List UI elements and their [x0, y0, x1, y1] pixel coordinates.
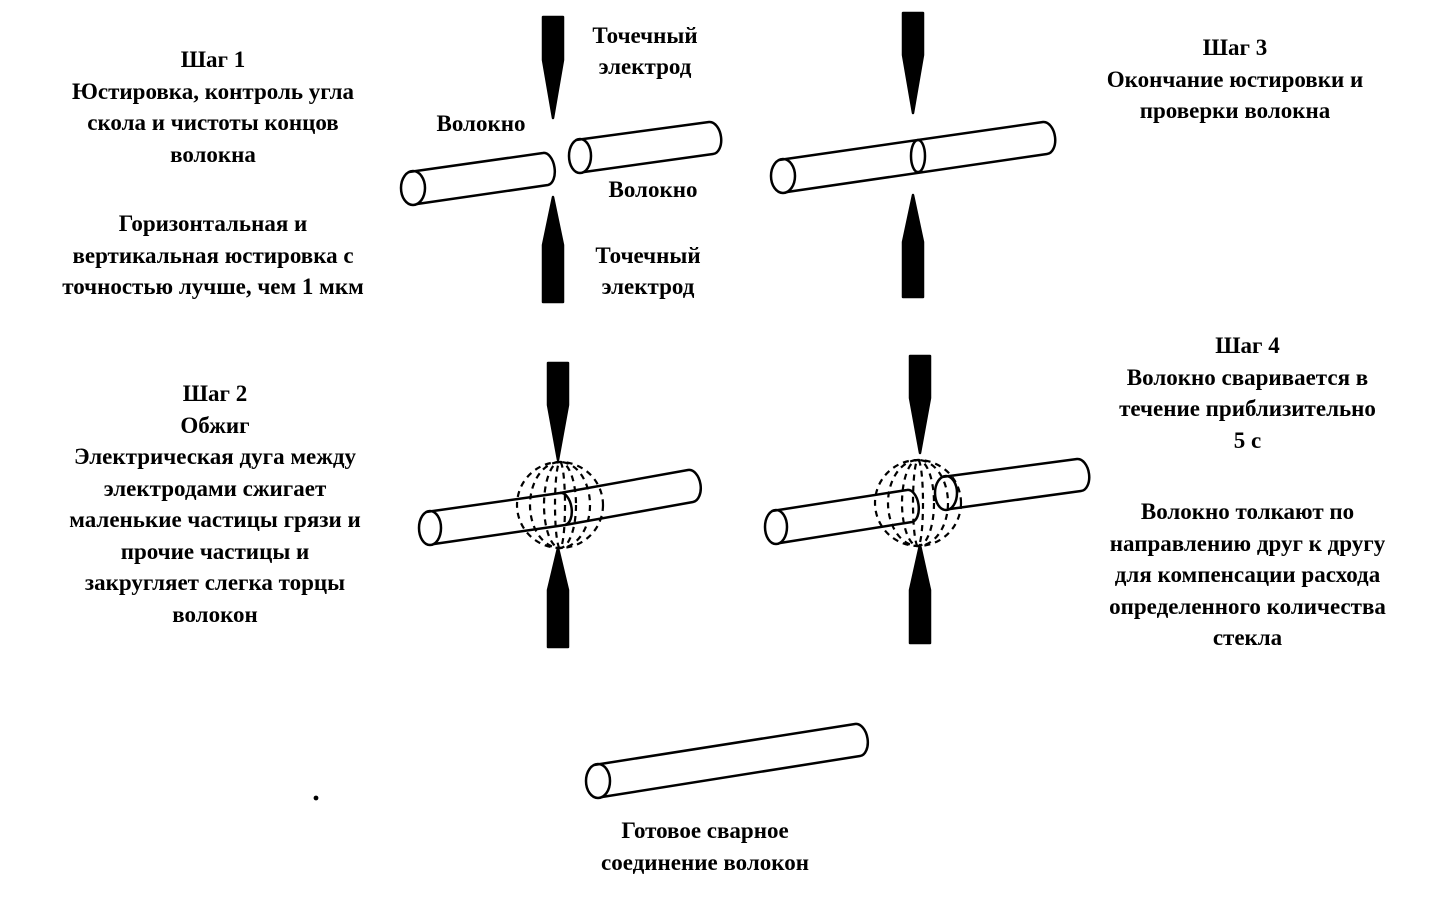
step1-fiber-left	[399, 151, 557, 207]
step4-note-line-5: стекла	[1212, 625, 1283, 650]
step1-note-line-2: вертикальная юстировка с	[72, 242, 354, 268]
step3-electrode-top	[901, 11, 925, 115]
label-electrode-top-line-1: Точечный	[592, 23, 698, 48]
step4-fiber-left	[763, 488, 921, 546]
step4-title: Шаг 4	[1215, 333, 1280, 358]
step4-line-2: течение приблизительно	[1119, 396, 1376, 421]
step4-fiber-right	[933, 457, 1091, 512]
result-text: Готовое сварное соединение волокон	[545, 815, 865, 878]
step1-note-line-3: точностью лучше, чем 1 мкм	[62, 274, 364, 299]
label-fiber-right: Волокно	[608, 177, 698, 202]
step1-text: Шаг 1 Юстировка, контроль угла скола и ч…	[18, 44, 408, 170]
step2-subtitle: Обжиг	[180, 412, 250, 438]
step1-line-1: Юстировка, контроль угла	[72, 78, 354, 104]
step1-fiber-right	[567, 120, 723, 175]
step2-line-3: маленькие частицы грязи и	[69, 507, 361, 532]
step2-line-5: закругляет слегка торцы	[84, 570, 346, 595]
result-line-2: соединение волокон	[601, 849, 809, 875]
step2-electrode-top	[546, 361, 570, 462]
label-fiber-left: Волокно	[436, 111, 526, 136]
step3-line-1: Окончание юстировки и	[1106, 66, 1364, 92]
step2-line-1: Электрическая дуга между	[73, 444, 357, 469]
label-electrode-bottom-line-2: электрод	[601, 274, 695, 299]
step4-note: Волокно толкают по направлению друг к др…	[1070, 496, 1425, 654]
step2-line-2: электродами сжигает	[103, 475, 327, 501]
label-electrode-bottom: Точечный электрод	[578, 240, 718, 302]
step3-electrode-bottom	[901, 193, 925, 299]
step2-fiber-left	[417, 491, 574, 547]
label-electrode-top-line-2: электрод	[598, 54, 692, 79]
step4-electrode-bottom	[908, 543, 932, 645]
step1-line-3: волокна	[170, 141, 256, 167]
step2-line-4: прочие частицы и	[120, 538, 310, 564]
step4-electrode-top	[908, 354, 932, 455]
step1-note-line-1: Горизонтальная и	[118, 211, 308, 236]
step1-note: Горизонтальная и вертикальная юстировка …	[18, 208, 408, 303]
step4-line-1: Волокно сваривается в	[1126, 364, 1369, 390]
step2-title: Шаг 2	[182, 381, 248, 406]
step4-arc	[873, 458, 963, 548]
label-electrode-bottom-line-1: Точечный	[595, 243, 701, 268]
step2-arc	[515, 460, 605, 550]
step1-title: Шаг 1	[180, 47, 246, 72]
step4-note-line-3: для компенсации расхода	[1114, 562, 1381, 587]
step4-text: Шаг 4 Волокно сваривается в течение приб…	[1070, 330, 1425, 456]
step3-line-2: проверки волокна	[1139, 98, 1331, 123]
step2-line-6: волокон	[172, 601, 258, 627]
step4-note-line-4: определенного количества	[1109, 593, 1386, 619]
step2-electrode-bottom	[546, 546, 570, 649]
step4-note-line-2: направлению друг к другу	[1109, 530, 1386, 556]
step1-electrode-top	[541, 15, 565, 120]
step1-electrode-bottom	[541, 195, 565, 304]
result-line-1: Готовое сварное	[621, 818, 789, 843]
step2-fiber-right	[559, 468, 703, 527]
stray-dot	[313, 795, 319, 801]
step2-text: Шаг 2 Обжиг Электрическая дуга между эле…	[20, 378, 410, 630]
label-electrode-top: Точечный электрод	[575, 20, 715, 82]
step3-fiber	[769, 120, 1057, 195]
step3-title: Шаг 3	[1202, 35, 1268, 60]
result-fiber	[584, 722, 870, 800]
step1-line-2: скола и чистоты концов	[87, 110, 339, 135]
step3-text: Шаг 3 Окончание юстировки и проверки вол…	[1060, 32, 1410, 127]
step4-line-3: 5 с	[1233, 427, 1262, 453]
step4-note-line-1: Волокно толкают по	[1140, 499, 1355, 524]
